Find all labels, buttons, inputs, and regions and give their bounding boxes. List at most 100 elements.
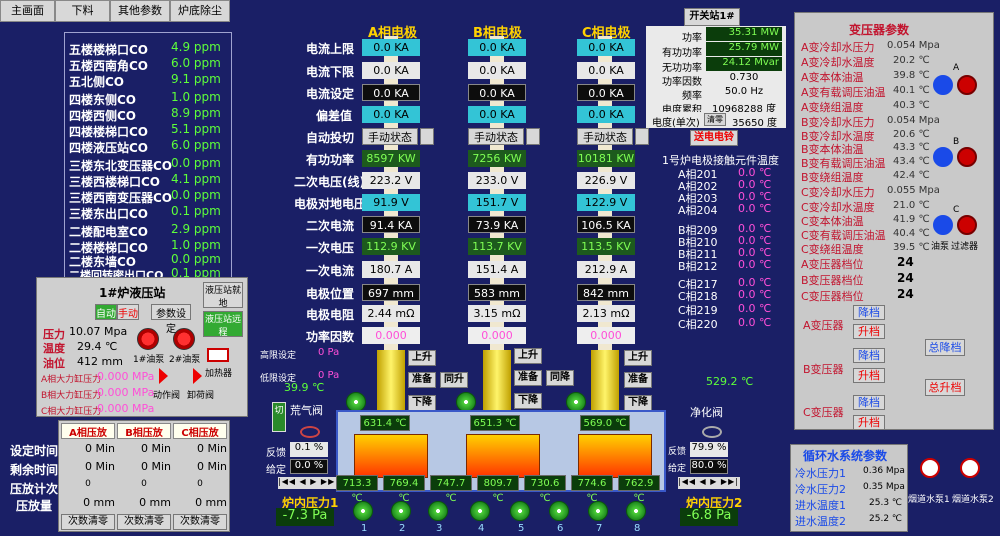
flue-pump2-icon[interactable] [960,458,980,478]
hi-limit-value[interactable]: 0 Pa [318,347,340,358]
unload-valve-icon[interactable] [193,368,202,384]
bottom-fan-icon[interactable] [391,501,411,521]
manual-cut-switch[interactable]: 切 [272,402,286,432]
b-switch-toggle[interactable] [526,128,540,145]
tx-c-up-button[interactable]: 升档 [853,415,885,430]
tx-a-up-button[interactable]: 升档 [853,324,885,339]
station-local-button[interactable]: 液压站就地 [203,282,243,309]
bottom-temp: 713.3 ℃ [336,475,378,504]
tx-b-down-button[interactable]: 降档 [853,348,885,363]
sync-raise-button[interactable]: 同升 [440,372,468,388]
a-current-lower[interactable]: 0.0 KA [362,62,420,79]
a-current-upper[interactable]: 0.0 KA [362,39,420,56]
b-current-set[interactable]: 0.0 KA [468,84,526,101]
top-fan-icon[interactable] [456,392,476,412]
a-deviation[interactable]: 0.0 KA [362,106,420,123]
power-bell-button[interactable]: 送电电铃 [690,130,738,146]
c-deviation[interactable]: 0.0 KA [577,106,635,123]
c-switch-toggle[interactable] [635,128,649,145]
flue-pump1-icon[interactable] [920,458,940,478]
set-right-value[interactable]: 80.0 % [690,459,728,474]
single-energy-row: 电度(单次) 清零 35650 度 [646,112,786,129]
set-left-value[interactable]: 0.0 % [290,459,328,474]
a-lower-button[interactable]: 下降 [408,395,436,411]
release-a-head[interactable]: A相压放 [61,423,115,439]
clear-count-a-button[interactable]: 次数清零 [61,514,115,530]
tx-c-oil-pump-icon[interactable] [933,215,953,235]
tx-b-up-button[interactable]: 升档 [853,368,885,383]
lo-limit-value[interactable]: 0 Pa [318,370,340,381]
auto-button[interactable]: 自动 [95,304,117,320]
gas-label: 五楼西南角CO [69,59,149,73]
pump1-icon[interactable] [137,328,159,350]
left-scroll-arrows[interactable]: |◀◀ ◀ ▶ ▶▶| [278,477,340,489]
contact-name: A相202 [678,180,718,193]
heater-icon[interactable] [207,348,229,362]
release-c-head[interactable]: C相压放 [173,423,227,439]
c-current-lower[interactable]: 0.0 KA [577,62,635,79]
oil-pump-label: 油泵 [931,242,950,252]
bottom-fan-icon[interactable] [510,501,530,521]
tx-b-oil-pump-icon[interactable] [933,147,953,167]
param-set-button[interactable]: 参数设定 [151,304,191,335]
a-switch-toggle[interactable] [420,128,434,145]
all-down-button[interactable]: 总降档 [925,339,965,356]
a-current-set[interactable]: 0.0 KA [362,84,420,101]
b-current-upper[interactable]: 0.0 KA [468,39,526,56]
menu-feed[interactable]: 下料 [55,0,110,22]
vent-valve-icon[interactable] [300,426,320,438]
bottom-fan-icon[interactable] [549,501,569,521]
manual-button[interactable]: 手动 [117,304,139,320]
c-prepare-button[interactable]: 准备 [624,372,652,388]
oil-level-label: 油位 [43,357,65,370]
a-auto-switch[interactable]: 手动状态 [362,128,418,145]
tx-a-down-button[interactable]: 降档 [853,305,885,320]
bottom-fan-icon[interactable] [470,501,490,521]
menu-dust[interactable]: 炉底除尘 [170,0,230,22]
top-fan-icon[interactable] [566,392,586,412]
bottom-fan-icon[interactable] [353,501,373,521]
clear-count-c-button[interactable]: 次数清零 [173,514,227,530]
b-lower-button[interactable]: 下降 [514,393,542,409]
tx-c-filter-icon[interactable] [957,215,977,235]
c-auto-switch[interactable]: 手动状态 [577,128,633,145]
bottom-fan-icon[interactable] [588,501,608,521]
b-auto-switch[interactable]: 手动状态 [468,128,524,145]
row-label: 二次电压(线) [294,175,365,189]
c-current-upper[interactable]: 0.0 KA [577,39,635,56]
oil-level-value: 412 mm [77,355,123,368]
a-raise-button[interactable]: 上升 [408,350,436,366]
menu-main[interactable]: 主画面 [0,0,55,22]
clear-count-b-button[interactable]: 次数清零 [117,514,171,530]
tx-a-filter-icon[interactable] [957,75,977,95]
all-up-button[interactable]: 总升档 [925,379,965,396]
switch-station-button[interactable]: 开关站1#炉 [684,8,740,38]
b-raise-button[interactable]: 上升 [514,348,542,364]
clear-energy-button[interactable]: 清零 [704,113,726,126]
c-raise-button[interactable]: 上升 [624,350,652,366]
pump2-label: 2#油泵 [169,355,201,365]
release-b-head[interactable]: B相压放 [117,423,171,439]
tx-a-oil-pump-icon[interactable] [933,75,953,95]
a-prepare-button[interactable]: 准备 [408,372,436,388]
purify-valve-icon[interactable] [702,426,722,438]
action-valve-icon[interactable] [159,368,168,384]
station-remote-button[interactable]: 液压站远程 [203,311,243,338]
pump2-icon[interactable] [173,328,195,350]
bottom-fan-icon[interactable] [428,501,448,521]
c-lower-button[interactable]: 下降 [624,395,652,411]
c-current-set[interactable]: 0.0 KA [577,84,635,101]
b-prepare-button[interactable]: 准备 [514,370,542,386]
sync-lower-button[interactable]: 同降 [546,370,574,386]
b-current-lower[interactable]: 0.0 KA [468,62,526,79]
bottom-fan-icon[interactable] [626,501,646,521]
tx-value: 40.1 ℃ [893,85,930,96]
top-fan-icon[interactable] [346,392,366,412]
contact-temp: 0.0 ℃ [738,166,772,179]
menu-other-params[interactable]: 其他参数 [110,0,170,22]
right-scroll-arrows[interactable]: |◀◀ ◀ ▶ ▶▶| [678,477,740,489]
tx-c-down-button[interactable]: 降档 [853,395,885,410]
b-deviation[interactable]: 0.0 KA [468,106,526,123]
tx-b-filter-icon[interactable] [957,147,977,167]
